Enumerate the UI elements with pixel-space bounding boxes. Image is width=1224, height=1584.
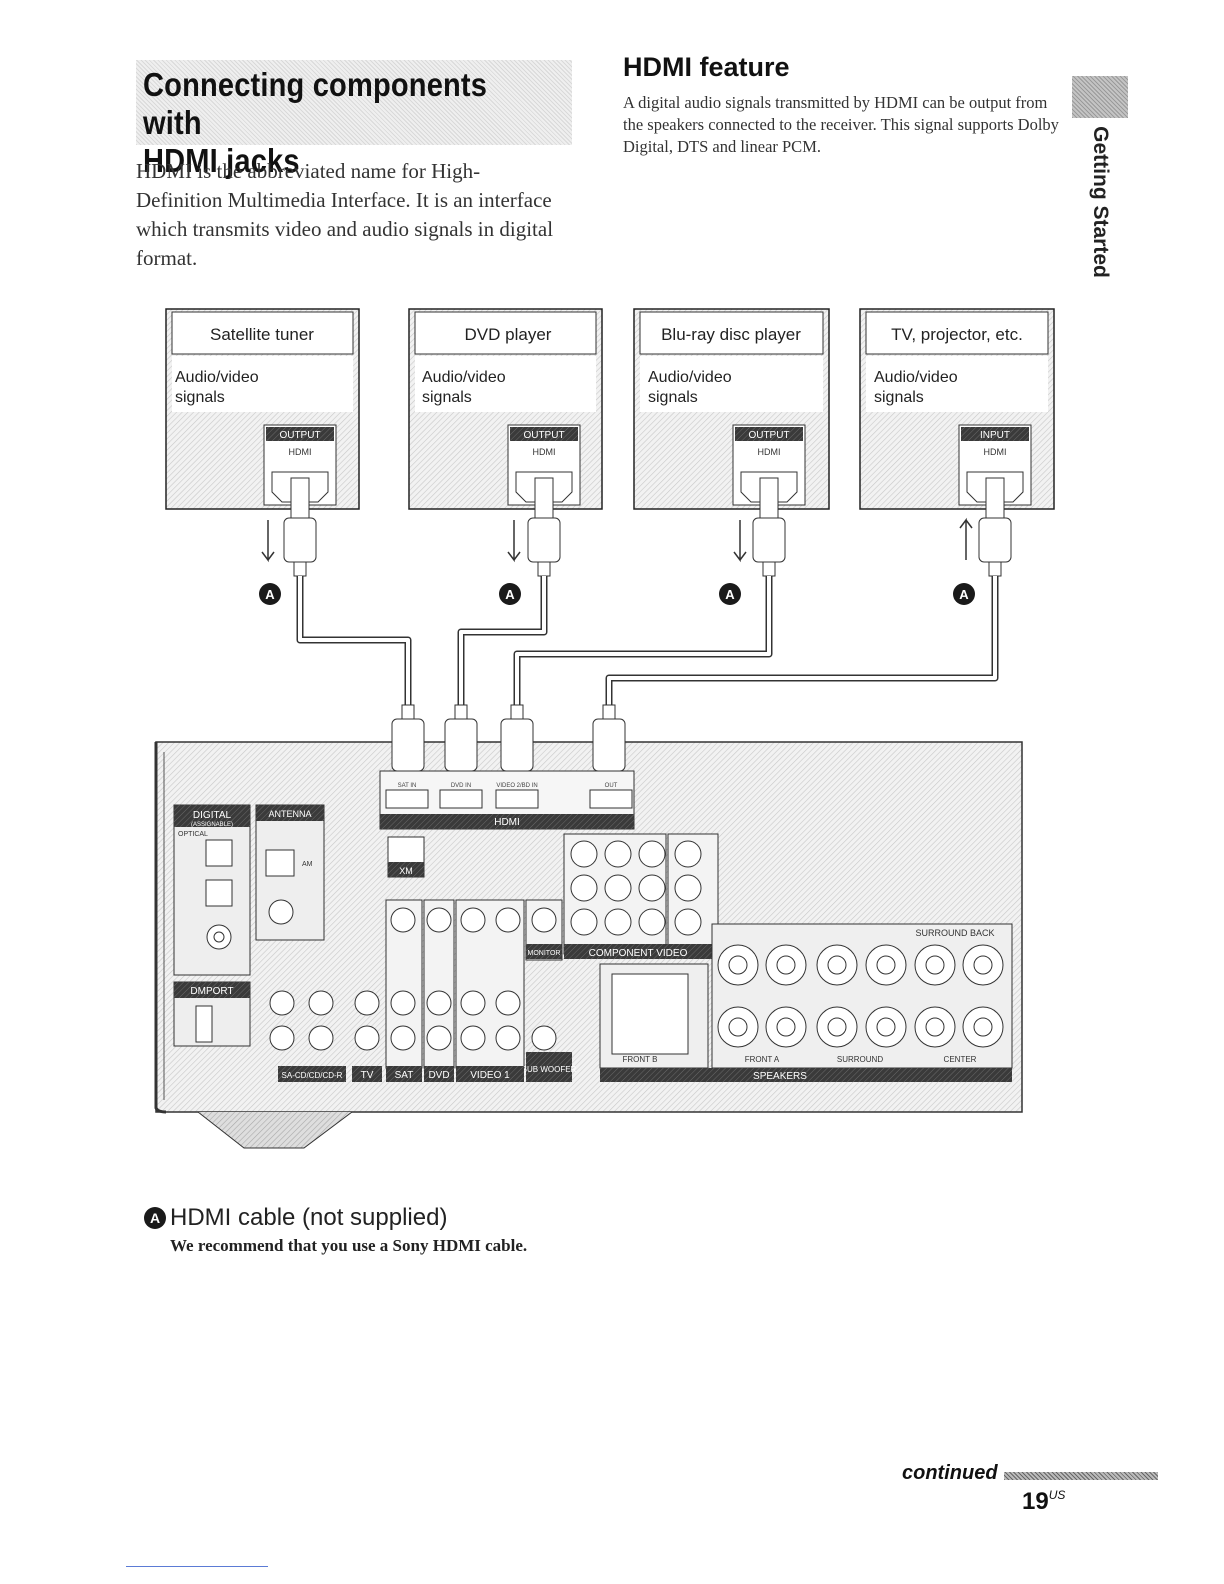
svg-text:VIDEO 1: VIDEO 1 — [470, 1070, 510, 1081]
port-label: OUTPUT — [279, 430, 320, 441]
receiver-hdmi-input: DVD IN — [451, 783, 471, 789]
svg-text:XM: XM — [399, 866, 413, 876]
side-tab-marker — [1072, 76, 1128, 118]
port-label: INPUT — [980, 430, 1010, 441]
cable-marker-a-caption: A — [144, 1207, 166, 1229]
device-box-bluray-player: Blu-ray disc player Audio/video signals … — [633, 308, 830, 510]
cable-plugs-bottom — [391, 704, 626, 772]
section-title: Connecting components with HDMI jacks — [143, 66, 513, 180]
page-number: 19US — [1022, 1488, 1065, 1516]
svg-text:OPTICAL: OPTICAL — [178, 831, 208, 838]
svg-text:SA-CD/CD/CD-R: SA-CD/CD/CD-R — [282, 1071, 343, 1080]
footer-rule — [126, 1566, 268, 1567]
device-signal-line1: Audio/video — [175, 369, 259, 386]
svg-text:SURROUND: SURROUND — [837, 1055, 883, 1064]
svg-text:A: A — [959, 587, 969, 602]
device-name: Satellite tuner — [210, 325, 314, 344]
receiver-hdmi-label: HDMI — [494, 817, 520, 828]
input-tags: SA-CD/CD/CD-R TV SAT DVD VIDEO 1 — [278, 1066, 524, 1082]
receiver-hdmi-input: OUT — [605, 783, 618, 789]
device-box-satellite-tuner: Satellite tuner Audio/video signals OUTP… — [165, 308, 360, 510]
jack-label: HDMI — [533, 447, 556, 457]
page-number-value: 19 — [1022, 1488, 1049, 1515]
section-title-line2: HDMI jacks — [143, 142, 300, 179]
receiver-hdmi-input: VIDEO 2/BD IN — [496, 783, 537, 789]
svg-text:MONITOR: MONITOR — [528, 950, 561, 957]
section-title-background — [136, 60, 572, 145]
device-signal-line1: Audio/video — [648, 369, 732, 386]
intro-paragraph: HDMI is the abbreviated name for High-De… — [136, 159, 554, 270]
svg-text:CENTER: CENTER — [944, 1055, 977, 1064]
receiver-rear-panel: HDMI SAT IN DVD IN VIDEO 2/BD IN OUT DIG… — [154, 704, 1023, 1149]
hdmi-cables — [296, 576, 999, 705]
device-name: Blu-ray disc player — [661, 325, 801, 344]
svg-text:A: A — [725, 587, 735, 602]
svg-text:SURROUND BACK: SURROUND BACK — [915, 928, 994, 938]
svg-text:FRONT B: FRONT B — [623, 1055, 658, 1064]
svg-text:TV: TV — [361, 1070, 374, 1081]
continued-label: continued — [902, 1462, 998, 1484]
svg-text:ANTENNA: ANTENNA — [268, 809, 311, 819]
feature-paragraph: A digital audio signals transmitted by H… — [623, 93, 1059, 156]
svg-text:A: A — [505, 587, 515, 602]
svg-text:(ASSIGNABLE): (ASSIGNABLE) — [191, 822, 233, 828]
receiver-hdmi-jacks — [385, 789, 633, 809]
cable-caption-title: HDMI cable (not supplied) — [170, 1204, 448, 1231]
svg-text:SUB WOOFER: SUB WOOFER — [522, 1065, 577, 1074]
feature-title: HDMI feature — [623, 52, 790, 82]
plug-satellite — [261, 477, 317, 577]
port-label: OUTPUT — [748, 430, 789, 441]
svg-text:COMPONENT VIDEO: COMPONENT VIDEO — [589, 948, 688, 959]
plug-bluray — [733, 477, 786, 577]
plug-dvd — [507, 477, 561, 577]
svg-text:SPEAKERS: SPEAKERS — [753, 1071, 807, 1082]
svg-text:A: A — [265, 587, 275, 602]
cable-plugs-top — [261, 477, 1012, 577]
page-number-suffix: US — [1048, 1488, 1066, 1502]
svg-text:AM: AM — [302, 861, 313, 868]
av-jacks — [269, 899, 563, 1069]
device-signal-line2: signals — [422, 389, 472, 406]
device-signal-line1: Audio/video — [422, 369, 506, 386]
svg-text:SAT: SAT — [395, 1070, 414, 1081]
plug-tv — [959, 477, 1012, 577]
device-box-tv-projector: TV, projector, etc. Audio/video signals … — [859, 308, 1055, 510]
svg-text:FRONT A: FRONT A — [745, 1055, 780, 1064]
jack-label: HDMI — [984, 447, 1007, 457]
svg-text:DMPORT: DMPORT — [190, 986, 233, 997]
device-box-dvd-player: DVD player Audio/video signals OUTPUT HD… — [408, 308, 603, 510]
jack-label: HDMI — [758, 447, 781, 457]
receiver-hdmi-input: SAT IN — [398, 783, 417, 789]
jack-label: HDMI — [289, 447, 312, 457]
device-name: DVD player — [465, 325, 552, 344]
cable-caption-note: We recommend that you use a Sony HDMI ca… — [170, 1236, 528, 1255]
device-signal-line2: signals — [175, 389, 225, 406]
device-signal-line1: Audio/video — [874, 369, 958, 386]
device-signal-line2: signals — [874, 389, 924, 406]
svg-text:DVD: DVD — [428, 1070, 449, 1081]
section-title-line1: Connecting components with — [143, 66, 488, 141]
speaker-terminals — [599, 923, 1013, 1069]
svg-text:DIGITAL: DIGITAL — [193, 810, 232, 821]
device-name: TV, projector, etc. — [891, 325, 1023, 344]
device-signal-line2: signals — [648, 389, 698, 406]
component-video-jacks — [563, 833, 719, 955]
continued-bar — [1004, 1472, 1158, 1480]
cable-marker-a: A A A A — [259, 583, 975, 605]
port-label: OUTPUT — [523, 430, 564, 441]
